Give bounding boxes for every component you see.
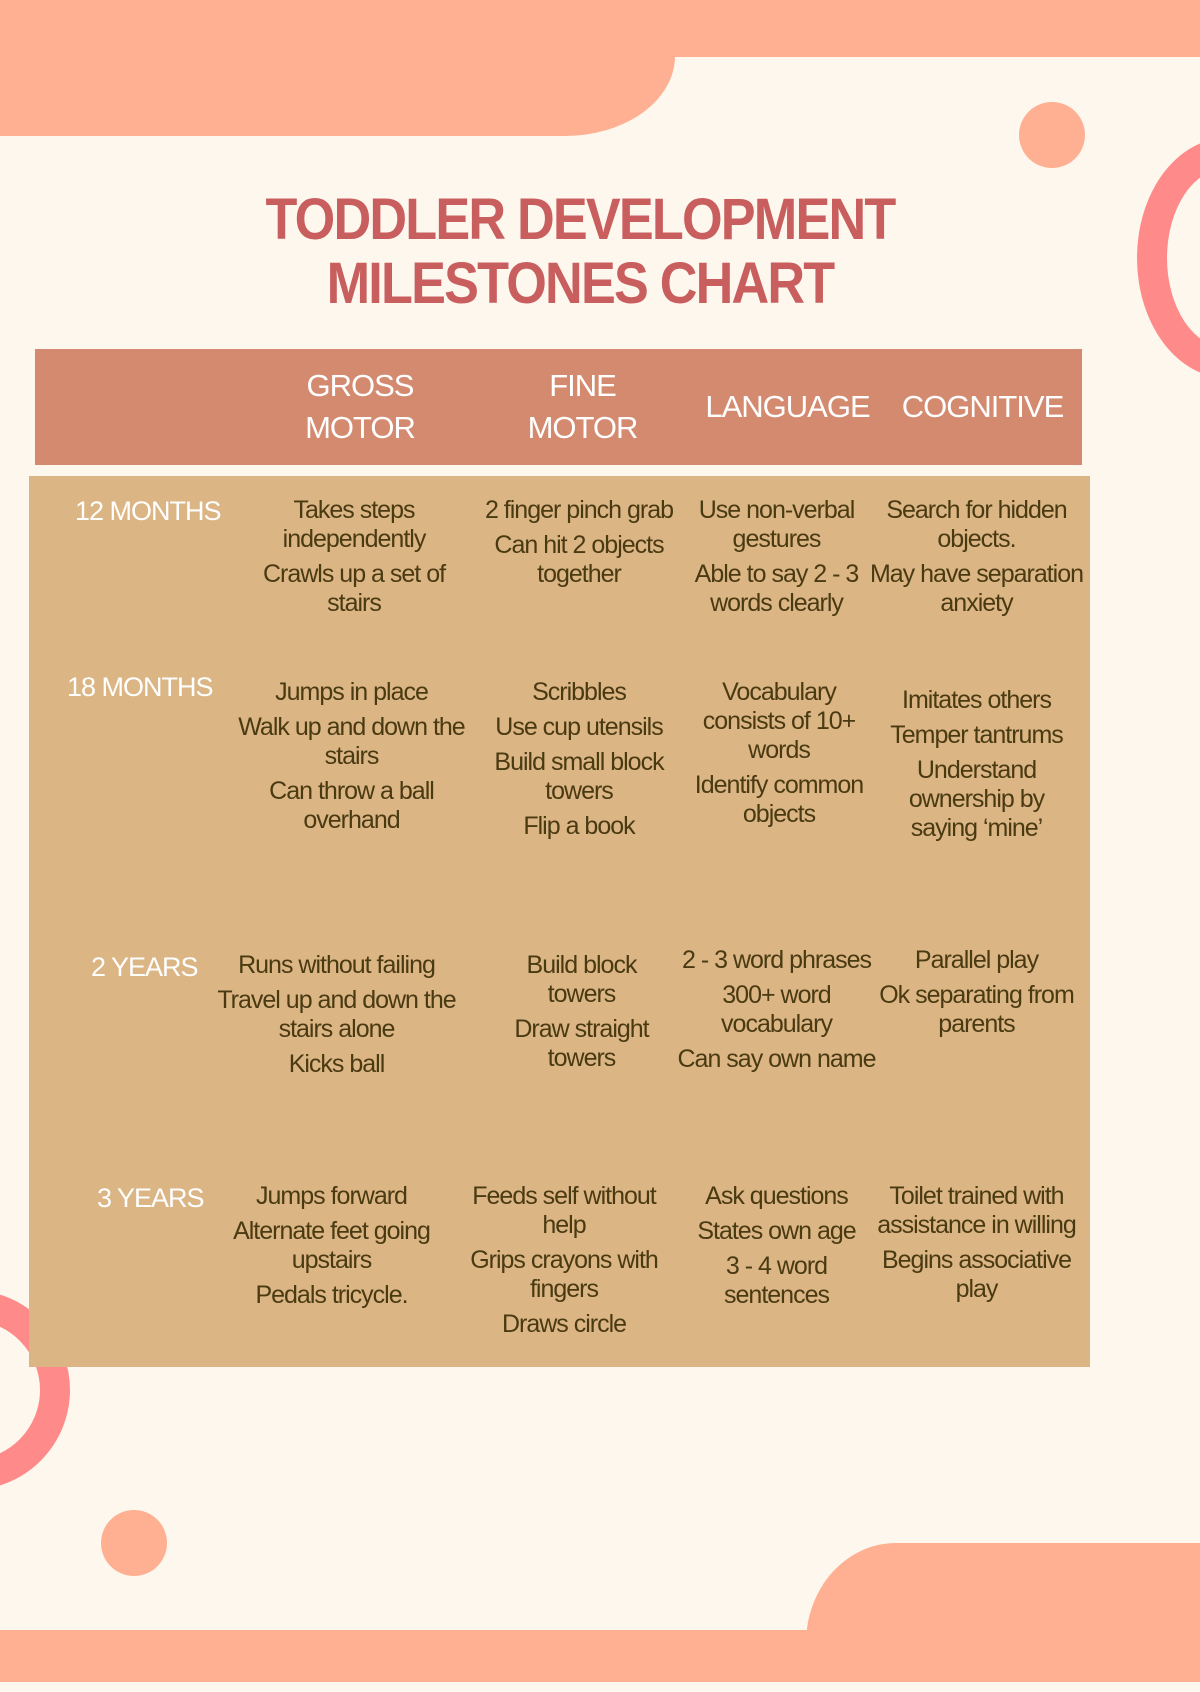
milestone-item: Can throw a ball overhand <box>269 777 435 834</box>
column-header-fine-motor: FINE MOTOR <box>510 349 655 465</box>
cell-18m-language: Vocabulary consists of 10+ words Identif… <box>684 678 874 835</box>
column-header-label: LANGUAGE <box>705 389 870 424</box>
milestone-item: Travel up and down the stairs alone <box>217 986 456 1043</box>
title-line-1: TODDLER DEVELOPMENT <box>265 187 897 252</box>
milestone-item: Jumps in place <box>275 678 429 706</box>
milestone-item: Flip a book <box>523 812 635 840</box>
column-header-label: MOTOR <box>305 410 416 445</box>
milestone-item: 3 - 4 word sentences <box>724 1252 830 1309</box>
row-label-3-years: 3 YEARS <box>97 1183 205 1213</box>
cell-2y-gross-motor: Runs without failing Travel up and down … <box>209 951 464 1085</box>
top-decorative-blob <box>0 0 675 136</box>
cell-2y-cognitive: Parallel play Ok separating from parents <box>864 946 1089 1045</box>
milestone-item: Feeds self without help <box>472 1182 657 1239</box>
decorative-dot-bottom <box>101 1510 167 1576</box>
decorative-dot-top <box>1019 102 1085 168</box>
milestone-item: Scribbles <box>532 678 627 706</box>
milestone-item: Draw straight towers <box>514 1015 649 1072</box>
milestone-item: States own age <box>697 1217 856 1245</box>
column-header-language: LANGUAGE <box>700 349 875 465</box>
milestone-item: Grips crayons with fingers <box>470 1246 659 1303</box>
milestone-item: Identify common objects <box>694 771 864 828</box>
milestone-item: 300+ word vocabulary <box>721 981 833 1038</box>
cell-18m-gross-motor: Jumps in place Walk up and down the stai… <box>224 678 479 841</box>
milestone-item: Kicks ball <box>288 1050 386 1078</box>
milestone-item: Temper tantrums <box>890 721 1064 749</box>
column-header-label: FINE <box>549 368 617 403</box>
milestone-item: May have separation anxiety <box>869 560 1084 617</box>
cell-3y-cognitive: Toilet trained with assistance in willin… <box>874 1182 1079 1310</box>
decorative-ring-right <box>1137 138 1200 378</box>
milestone-item: Search for hidden objects. <box>886 496 1067 553</box>
milestone-item: Draws circle <box>501 1310 627 1338</box>
column-header-gross-motor: GROSS MOTOR <box>285 349 435 465</box>
table-header: GROSS MOTOR FINE MOTOR LANGUAGE COGNITIVE <box>35 349 1082 465</box>
cell-3y-fine-motor: Feeds self without help Grips crayons wi… <box>459 1182 669 1345</box>
milestone-item: Able to say 2 - 3 words clearly <box>694 560 860 617</box>
milestone-item: Begins associative play <box>881 1246 1072 1303</box>
cell-18m-cognitive: Imitates others Temper tantrums Understa… <box>874 686 1079 849</box>
column-header-label: COGNITIVE <box>901 389 1065 424</box>
milestone-item: Parallel play <box>914 946 1039 974</box>
cell-3y-language: Ask questions States own age 3 - 4 word … <box>689 1182 864 1316</box>
milestone-item: Runs without failing <box>238 951 436 979</box>
milestone-item: 2 finger pinch grab <box>484 496 674 524</box>
milestone-item: Imitates others <box>902 686 1052 714</box>
milestone-item: Can say own name <box>677 1045 876 1073</box>
milestone-item: Vocabulary consists of 10+ words <box>702 678 856 764</box>
milestone-item: 2 - 3 word phrases <box>681 946 872 974</box>
row-label-2-years: 2 YEARS <box>91 952 199 982</box>
milestone-item: Takes steps independently <box>282 496 427 553</box>
bottom-decorative-blob <box>806 1543 1200 1682</box>
cell-2y-language: 2 - 3 word phrases 300+ word vocabulary … <box>669 946 884 1080</box>
cell-12m-cognitive: Search for hidden objects. May have sepa… <box>869 496 1084 624</box>
milestone-item: Use cup utensils <box>495 713 663 741</box>
milestone-item: Walk up and down the stairs <box>238 713 465 770</box>
milestone-item: Understand ownership by saying ‘mine’ <box>908 756 1045 842</box>
cell-12m-fine-motor: 2 finger pinch grab Can hit 2 objects to… <box>464 496 694 595</box>
column-header-label: GROSS <box>306 368 415 403</box>
column-header-label: MOTOR <box>527 410 639 445</box>
milestone-item: Build small block towers <box>494 748 664 805</box>
page-title: TODDLER DEVELOPMENT MILESTONES CHART <box>58 188 1102 316</box>
cell-3y-gross-motor: Jumps forward Alternate feet going upsta… <box>219 1182 444 1316</box>
cell-12m-gross-motor: Takes steps independently Crawls up a se… <box>244 496 464 624</box>
milestones-table-body: 12 MONTHS Takes steps independently Craw… <box>29 476 1090 1367</box>
milestone-item: Build block towers <box>526 951 638 1008</box>
row-label-18-months: 18 MONTHS <box>67 672 214 702</box>
milestone-item: Use non-verbal gestures <box>698 496 856 553</box>
milestone-item: Ok separating from parents <box>879 981 1075 1038</box>
row-label-12-months: 12 MONTHS <box>75 496 222 526</box>
milestone-item: Pedals tricycle. <box>255 1281 408 1309</box>
milestone-item: Can hit 2 objects together <box>494 531 664 588</box>
cell-2y-fine-motor: Build block towers Draw straight towers <box>494 951 669 1079</box>
title-line-2: MILESTONES CHART <box>326 251 836 316</box>
milestone-item: Crawls up a set of stairs <box>262 560 446 617</box>
milestone-item: Jumps forward <box>256 1182 408 1210</box>
milestone-item: Alternate feet going upstairs <box>233 1217 431 1274</box>
milestone-item: Ask questions <box>705 1182 849 1210</box>
milestone-item: Toilet trained with assistance in willin… <box>877 1182 1077 1239</box>
column-header-cognitive: COGNITIVE <box>895 349 1070 465</box>
cell-18m-fine-motor: Scribbles Use cup utensils Build small b… <box>484 678 674 847</box>
cell-12m-language: Use non-verbal gestures Able to say 2 - … <box>684 496 869 624</box>
